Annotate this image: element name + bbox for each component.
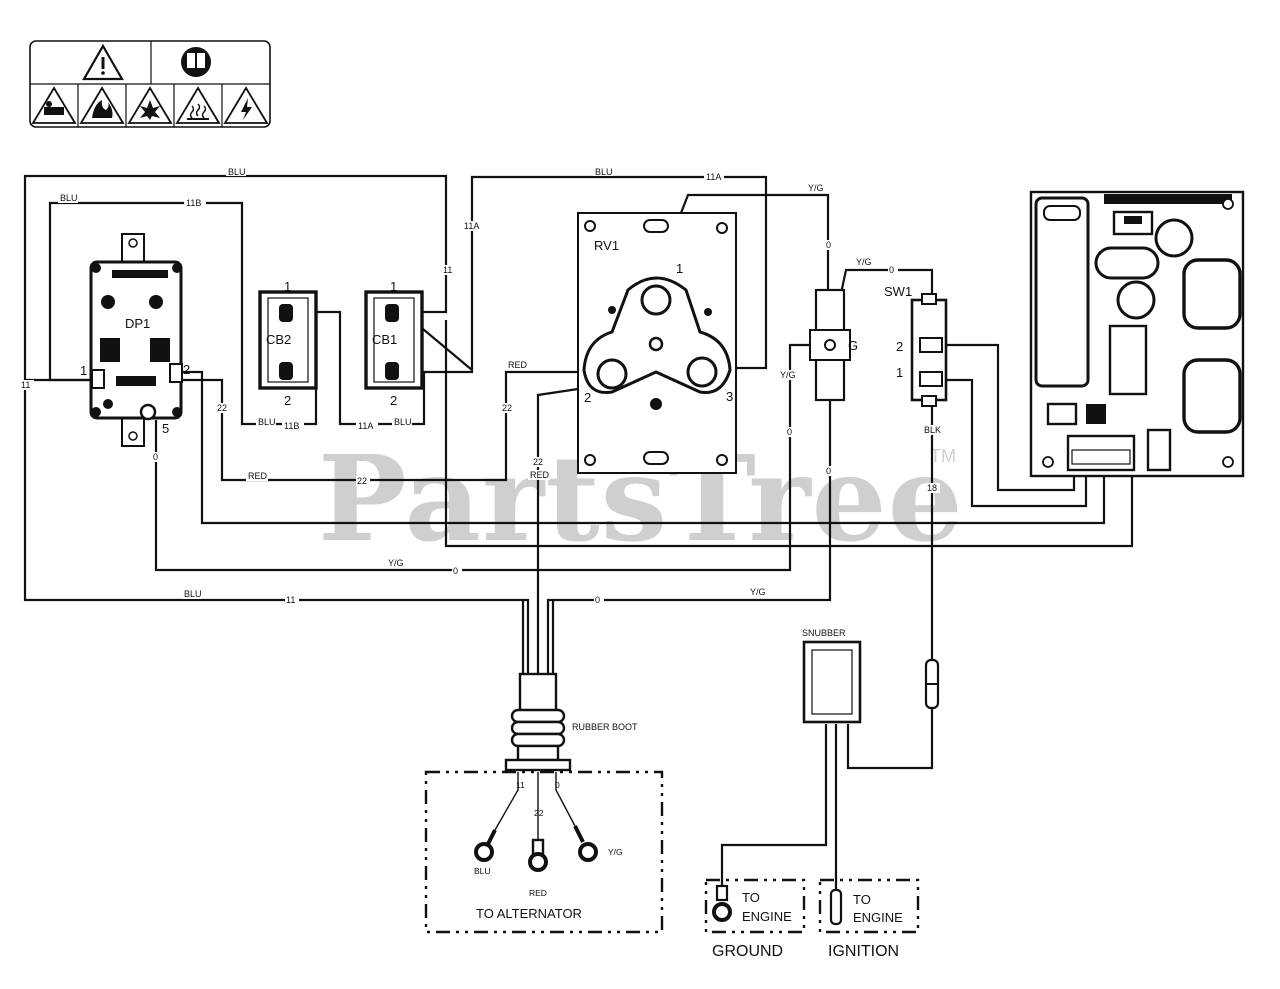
alt-red: RED (529, 888, 547, 898)
snubber: SNUBBER (802, 628, 862, 724)
wire-label: BLU (595, 167, 613, 177)
wire-label: BLU (184, 589, 202, 599)
to-engine-ground-line2: ENGINE (742, 909, 792, 924)
wire-label: BLU (394, 417, 412, 427)
wire-label: 11 (21, 380, 30, 390)
electric-shock-icon (223, 86, 269, 124)
rv1-pin3: 3 (726, 389, 733, 404)
alt-yg: Y/G (608, 847, 623, 857)
dp1-pin2: 2 (183, 362, 190, 377)
wire-label: BLU (228, 167, 246, 177)
wire-label: 0 (453, 566, 458, 576)
wire-label: 0 (826, 240, 831, 250)
rv1-receptacle: RV1 1 2 3 (577, 212, 737, 474)
wire-label: 0 (153, 452, 158, 462)
wire-label: 11 (286, 595, 295, 605)
alt-wire-0: 0 (555, 780, 560, 790)
wire-label: Y/G (856, 257, 872, 267)
warning-label-panel (29, 40, 271, 128)
explosion-icon (127, 86, 173, 124)
wires (23, 174, 1134, 890)
alt-wire-11: 11 (516, 780, 525, 790)
manual-book-icon (181, 47, 211, 77)
blk-inline-connector (924, 658, 940, 710)
wire-label: 18 (927, 483, 937, 493)
asphyxiation-icon (31, 86, 77, 124)
to-engine-ignition-line2: ENGINE (853, 910, 903, 925)
cb1-breaker: CB1 1 2 (364, 279, 424, 408)
engine-connections: TO ENGINE TO ENGINE GROUND IGNITION (704, 878, 920, 960)
wire-labels: BLU BLU 11B BLU 11A Y/G 11A 11 11 22 0 B… (20, 166, 944, 605)
cb2-pin-top: 1 (284, 279, 291, 294)
sw1-pin2: 2 (896, 339, 903, 354)
rubber-boot-label: RUBBER BOOT (572, 722, 638, 732)
wire-label: Y/G (808, 183, 824, 193)
to-engine-ground-line1: TO (742, 890, 760, 905)
cb2-label: CB2 (266, 332, 291, 347)
rv1-label: RV1 (594, 238, 619, 253)
wire-label: BLK (924, 425, 941, 435)
wire-label: 0 (826, 466, 831, 476)
ground-block-label: G (848, 338, 858, 353)
wire-label: 11B (186, 198, 201, 208)
rv1-pin1: 1 (676, 261, 683, 276)
sw1-switch: SW1 2 1 (884, 284, 948, 407)
control-module-board (1029, 190, 1245, 478)
wire-label: Y/G (750, 587, 766, 597)
rv1-pin2: 2 (584, 390, 591, 405)
ground-block: G (809, 288, 858, 402)
cb1-pin-top: 1 (390, 279, 397, 294)
wire-label: 22 (502, 403, 512, 413)
wire-label: 22 (357, 476, 367, 486)
wire-label: Y/G (388, 558, 404, 568)
wire-label: 11A (706, 172, 721, 182)
alt-wire-22: 22 (534, 808, 544, 818)
wire-label: RED (508, 360, 528, 370)
watermark-trademark: TM (930, 446, 956, 466)
ground-label: GROUND (712, 943, 783, 960)
wire-label: 22 (533, 457, 543, 467)
to-engine-ignition-line1: TO (853, 892, 871, 907)
wire-label: Y/G (780, 370, 796, 380)
fire-icon (79, 86, 125, 124)
snubber-label: SNUBBER (802, 628, 846, 638)
cb1-label: CB1 (372, 332, 397, 347)
wire-label: 22 (217, 403, 227, 413)
dp1-receptacle: DP1 1 2 5 (80, 233, 190, 447)
cb2-breaker: CB2 1 2 (258, 279, 318, 408)
alternator-group: 11 22 0 BLU RED Y/G TO ALTERNATOR (424, 770, 664, 934)
cb1-pin-bottom: 2 (390, 393, 397, 408)
wire-label: BLU (60, 193, 78, 203)
wire-label: RED (530, 470, 550, 480)
warning-triangle-icon (82, 43, 124, 81)
alternator-title: TO ALTERNATOR (476, 906, 582, 921)
wire-label: 11A (358, 421, 373, 431)
wire-label: RED (248, 471, 268, 481)
ignition-label: IGNITION (828, 943, 899, 960)
rubber-boot: RUBBER BOOT (504, 672, 638, 772)
dp1-pin5: 5 (162, 421, 169, 436)
wire-label: 0 (889, 265, 894, 275)
hot-surface-icon (175, 86, 221, 124)
wire-label: 11 (443, 265, 452, 275)
dp1-label: DP1 (125, 316, 150, 331)
wire-label: BLU (258, 417, 276, 427)
sw1-label: SW1 (884, 284, 912, 299)
cb2-pin-bottom: 2 (284, 393, 291, 408)
wire-label: 0 (787, 427, 792, 437)
wire-label: 11A (464, 221, 479, 231)
alt-blu: BLU (474, 866, 491, 876)
sw1-pin1: 1 (896, 365, 903, 380)
dp1-pin1: 1 (80, 363, 87, 378)
wire-label: 0 (595, 595, 600, 605)
wire-label: 11B (284, 421, 299, 431)
